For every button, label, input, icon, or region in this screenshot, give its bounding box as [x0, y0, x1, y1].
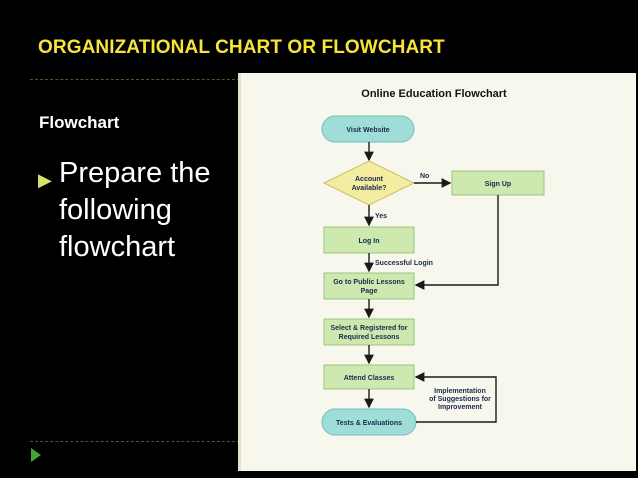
label-implementation-line: of Suggestions for	[429, 396, 491, 403]
footer-arrow-icon	[31, 448, 41, 462]
label-implementation-line: Implementation	[434, 388, 486, 395]
node-account-available-label-line: Account	[355, 176, 384, 183]
section-subheading: Flowchart	[39, 113, 120, 132]
label-yes: Yes	[375, 213, 387, 220]
node-log-in-label: Log In	[359, 238, 380, 245]
bullet-text: Prepare the following flowchart	[59, 155, 234, 266]
flowchart-image: Online Education Flowchart Visit Website…	[238, 73, 636, 471]
arrow	[414, 372, 497, 423]
node-attend-classes-label: Attend Classes	[344, 375, 395, 382]
slide-title: ORGANIZATIONAL CHART OR FLOWCHART	[38, 37, 445, 58]
arrow	[414, 195, 499, 290]
bullet-line: Prepare the	[59, 157, 211, 189]
node-select-registered-label-line: Required Lessons	[339, 334, 400, 341]
footer-divider	[30, 441, 240, 442]
node-visit-website	[321, 115, 415, 143]
label-implementation-line: Improvement	[438, 404, 483, 411]
node-tests-evaluations-label: Tests & Evaluations	[336, 420, 402, 427]
node-log-in	[323, 226, 415, 254]
label-no: No	[420, 173, 429, 180]
node-select-registered-label-line: Select & Registered for	[330, 325, 407, 332]
node-account-available-label-line: Available?	[352, 185, 387, 192]
node-go-to-public-lessons	[323, 272, 415, 300]
label-successful-login: Successful Login	[375, 260, 433, 267]
node-sign-up	[451, 170, 545, 196]
node-sign-up-label: Sign Up	[485, 181, 511, 188]
node-go-to-public-lessons-label-line: Page	[361, 288, 378, 295]
node-select-registered	[323, 318, 415, 346]
node-visit-website-label: Visit Website	[346, 127, 389, 134]
bullet-line: flowchart	[59, 231, 176, 263]
flowchart-title: Online Education Flowchart	[361, 88, 507, 100]
title-divider	[30, 79, 240, 80]
bullet-arrow-icon: ▶	[38, 170, 52, 190]
node-go-to-public-lessons-label-line: Go to Public Lessons	[333, 279, 405, 286]
node-account-available	[322, 160, 416, 206]
bullet-line: following	[59, 194, 172, 226]
flowchart-diagram: Online Education Flowchart Visit Website…	[321, 88, 545, 436]
